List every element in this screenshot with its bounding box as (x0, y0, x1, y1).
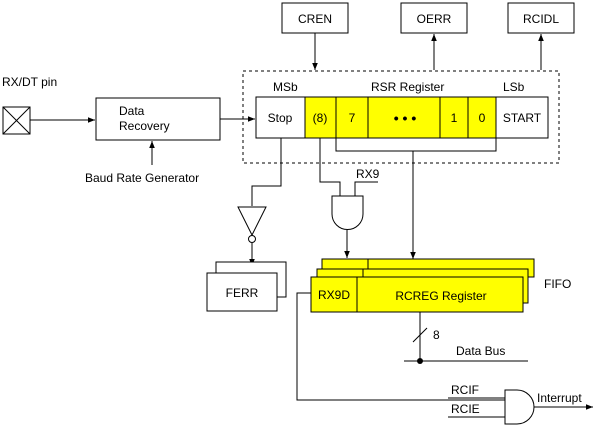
rcreg-label: RCREG Register (395, 289, 486, 303)
rx9d-to-interrupt-line (296, 292, 505, 401)
rsr-start-label: START (503, 111, 542, 125)
cren-block: CREN (281, 2, 349, 34)
cren-label: CREN (298, 12, 332, 26)
pin-icon (2, 106, 31, 135)
oerr-label: OERR (417, 12, 452, 26)
rsr-ellipsis: • • • (394, 110, 417, 126)
baud-rate-generator-label: Baud Rate Generator (85, 171, 199, 185)
rsr-bit0-label: 0 (479, 111, 486, 125)
ferr-label: FERR (226, 286, 259, 300)
bus-width-label: 8 (433, 328, 440, 342)
ferr-block: FERR (206, 261, 287, 312)
rsr-register: Stop (8) 7 • • • 1 0 START (255, 96, 549, 139)
data-recovery-block: Data Recovery (95, 97, 221, 141)
rx9-label: RX9 (356, 167, 380, 181)
data-bits-bracket (335, 138, 497, 152)
rsr-bit1-cell (439, 96, 469, 139)
rsr-stop-label: Stop (268, 111, 293, 125)
oerr-block: OERR (400, 2, 468, 34)
data-recovery-line2: Recovery (119, 119, 170, 133)
lsb-label: LSb (503, 80, 525, 94)
fifo-block: RX9D RCREG Register (310, 258, 535, 313)
rsr-title: RSR Register (371, 80, 444, 94)
fifo-label: FIFO (544, 277, 571, 291)
bus-width-slash (412, 327, 428, 343)
bit8-to-and-line (319, 138, 341, 196)
data-recovery-line1: Data (119, 104, 145, 118)
rcie-label: RCIE (451, 402, 480, 416)
rx9-to-and-line (354, 181, 378, 196)
rsr-start-cell (495, 96, 549, 139)
control-boundary (242, 70, 560, 164)
and-gate-rx9 (331, 195, 364, 230)
pin-label: RX/DT pin (2, 75, 57, 89)
rcreg-register (310, 276, 524, 313)
rsr-stop-cell (255, 96, 306, 139)
rsr-bit7-label: 7 (349, 111, 356, 125)
interrupt-label: Interrupt (537, 391, 582, 405)
rcif-label: RCIF (451, 383, 479, 397)
inverter-gate (237, 206, 267, 243)
rsr-bit1-label: 1 (451, 111, 458, 125)
rcidl-block: RCIDL (507, 2, 575, 34)
rx9d-label: RX9D (318, 288, 350, 302)
rsr-bit7-cell (335, 96, 369, 139)
and-gate-interrupt (504, 389, 535, 425)
stop-to-inverter-line (251, 138, 282, 206)
rsr-bit8-label: (8) (313, 111, 328, 125)
rcidl-label: RCIDL (523, 12, 559, 26)
msb-label: MSb (273, 80, 298, 94)
bus-junction-dot (417, 358, 423, 364)
data-bus-label: Data Bus (456, 344, 505, 358)
